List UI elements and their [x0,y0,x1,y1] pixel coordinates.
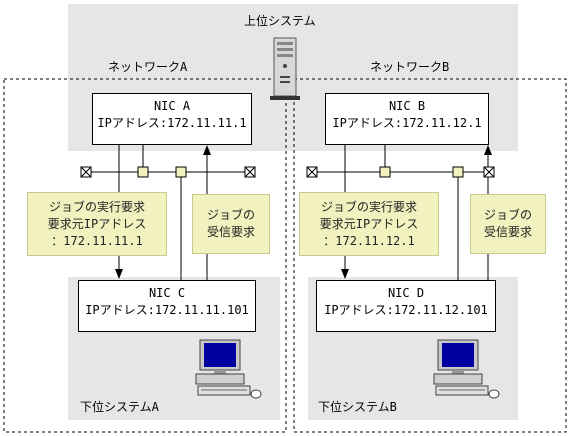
upper-system-label: 上位システム [244,14,316,28]
network-a-label: ネットワークA [108,60,188,74]
nic-c-name: NIC C [148,286,186,300]
lower-system-b-label: 下位システムB [318,400,397,414]
job-receive-request-note-b: ジョブの 受信要求 [470,194,546,254]
request-arrow-a [115,269,123,279]
receive-arrow-b [484,145,492,155]
note-b-line-1: ジョブの [206,208,255,222]
nic-b-box: NIC B IPアドレス:172.11.12.1 [325,93,489,145]
nic-c-box: NIC C IPアドレス:172.11.11.101 [78,280,256,332]
terminator-a-left [80,166,92,178]
note-a-line-1: ジョブの実行要求 [48,200,145,214]
nic-a-name: NIC A [153,99,191,113]
job-exec-request-note-b: ジョブの実行要求 要求元IPアドレス ：172.11.12.1 [299,192,439,256]
pc-icon-b [433,339,500,399]
note-d-line-2: 受信要求 [483,225,532,239]
network-b-label: ネットワークB [370,60,450,74]
server-icon [270,37,300,100]
network-a-boundary [3,78,287,433]
receive-arrow-a [203,145,211,155]
note-a-line-2: 要求元IPアドレス [47,217,147,231]
job-exec-request-note-a: ジョブの実行要求 要求元IPアドレス ：172.11.11.1 [27,192,167,256]
job-receive-request-note-a: ジョブの 受信要求 [192,194,270,254]
nic-a-box: NIC A IPアドレス:172.11.11.1 [92,93,252,145]
terminator-b-left [306,166,318,178]
nic-d-name: NIC D [387,286,425,300]
note-c-line-1: ジョブの実行要求 [320,200,417,214]
terminator-b-right [483,166,495,178]
lower-system-a-label: 下位システムA [80,400,159,414]
tap-nic-d [452,166,464,178]
nic-a-ip: IPアドレス:172.11.11.1 [97,116,247,130]
tap-nic-b [379,166,391,178]
tap-nic-a [137,166,149,178]
note-a-line-3: ：172.11.11.1 [51,234,143,248]
pc-icon-a [195,339,262,399]
terminator-a-right [244,166,256,178]
tap-nic-c [175,166,187,178]
nic-c-ip: IPアドレス:172.11.11.101 [85,303,249,317]
note-d-line-1: ジョブの [483,208,532,222]
note-c-line-2: 要求元IPアドレス [319,217,419,231]
nic-b-ip: IPアドレス:172.11.12.1 [332,116,482,130]
note-c-line-3: ：172.11.12.1 [323,234,415,248]
nic-d-ip: IPアドレス:172.11.12.101 [324,303,488,317]
request-arrow-b [341,269,349,279]
note-b-line-2: 受信要求 [206,225,255,239]
nic-d-box: NIC D IPアドレス:172.11.12.101 [316,280,496,332]
nic-b-name: NIC B [388,99,426,113]
